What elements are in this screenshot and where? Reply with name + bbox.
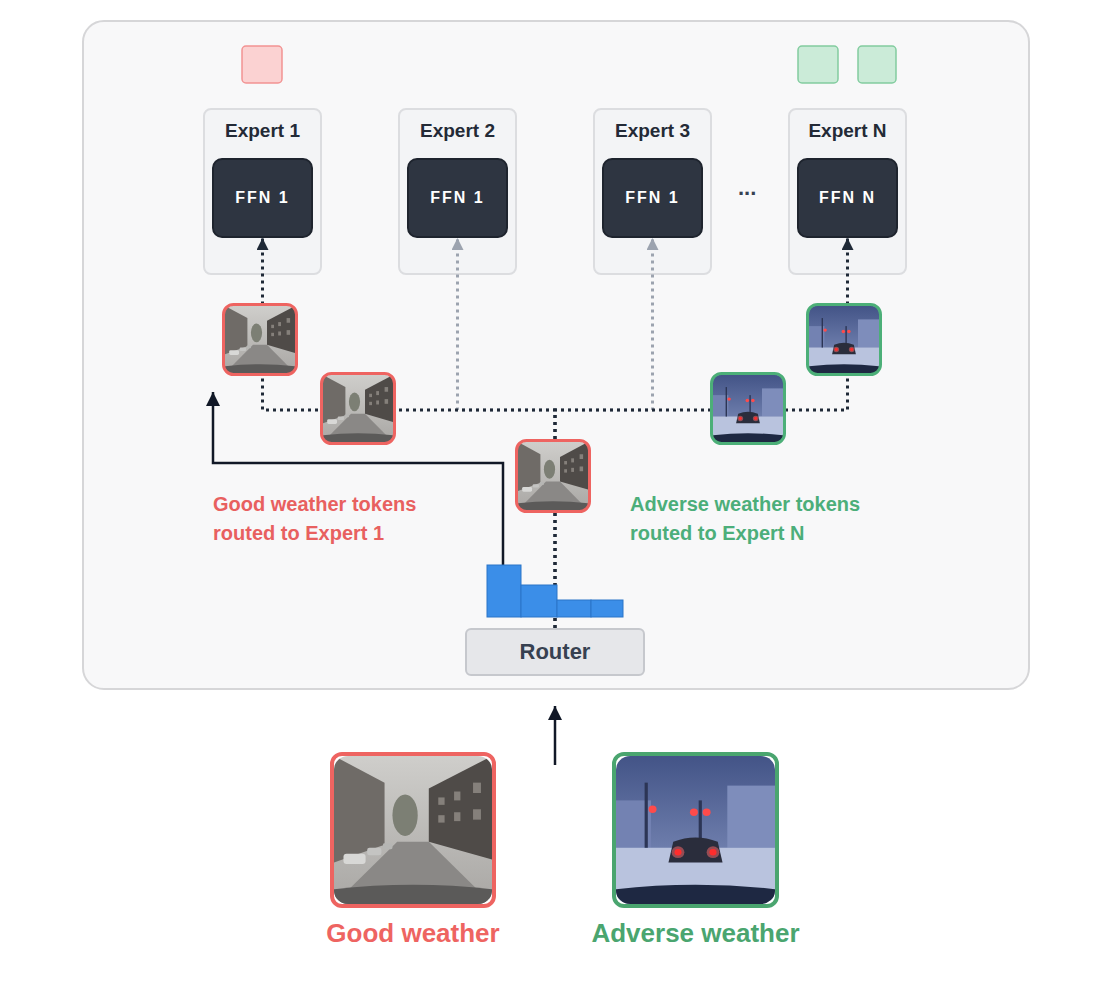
ffn-block: FFN N <box>797 158 898 238</box>
token-image <box>809 306 879 373</box>
image-caption: Adverse weather <box>591 918 799 949</box>
expert-title: Expert 1 <box>205 120 320 142</box>
input-image-frame: Good weather <box>330 752 496 908</box>
token-border <box>517 441 590 512</box>
token-marker <box>242 46 282 83</box>
token-border <box>712 374 785 444</box>
input-image-frame: Adverse weather <box>612 752 779 908</box>
expert-title: Expert N <box>790 120 905 142</box>
router-score-bar <box>487 565 521 617</box>
routing-connector <box>555 238 653 628</box>
router-box: Router <box>465 628 645 676</box>
token-marker <box>798 46 838 83</box>
routing-note: Adverse weather tokens routed to Expert … <box>630 490 920 548</box>
input-arrow <box>554 706 557 765</box>
expert-title: Expert 3 <box>595 120 710 142</box>
expert-box: Expert 1 FFN 1 <box>203 108 322 275</box>
image-caption: Good weather <box>326 918 499 949</box>
token-border <box>224 305 297 375</box>
expert-box: Expert 3 FFN 1 <box>593 108 712 275</box>
ffn-label: FFN 1 <box>625 189 679 207</box>
expert-title: Expert 2 <box>400 120 515 142</box>
router-score-bar <box>557 600 591 617</box>
expert-box: Expert N FFN N <box>788 108 907 275</box>
expert-box: Expert 2 FFN 1 <box>398 108 517 275</box>
routing-arrow <box>213 392 503 565</box>
token-image <box>518 442 588 510</box>
token-image <box>225 306 295 373</box>
routing-connector <box>458 238 556 628</box>
input-image <box>616 756 775 904</box>
routing-connector <box>263 238 556 628</box>
token-border <box>322 374 395 444</box>
token-image <box>323 375 393 442</box>
token-border <box>808 305 881 375</box>
ffn-label: FFN 1 <box>430 189 484 207</box>
ffn-block: FFN 1 <box>407 158 508 238</box>
input-image <box>334 756 492 904</box>
token-image <box>713 375 783 442</box>
ffn-block: FFN 1 <box>212 158 313 238</box>
ffn-label: FFN N <box>819 189 876 207</box>
ffn-label: FFN 1 <box>235 189 289 207</box>
token-marker <box>858 46 896 83</box>
routing-note: Good weather tokens routed to Expert 1 <box>213 490 468 548</box>
ellipsis: ... <box>738 176 778 200</box>
router-label: Router <box>520 639 591 665</box>
router-score-bar <box>591 600 623 617</box>
ffn-block: FFN 1 <box>602 158 703 238</box>
routing-connector <box>555 238 848 628</box>
router-score-bar <box>521 585 557 617</box>
